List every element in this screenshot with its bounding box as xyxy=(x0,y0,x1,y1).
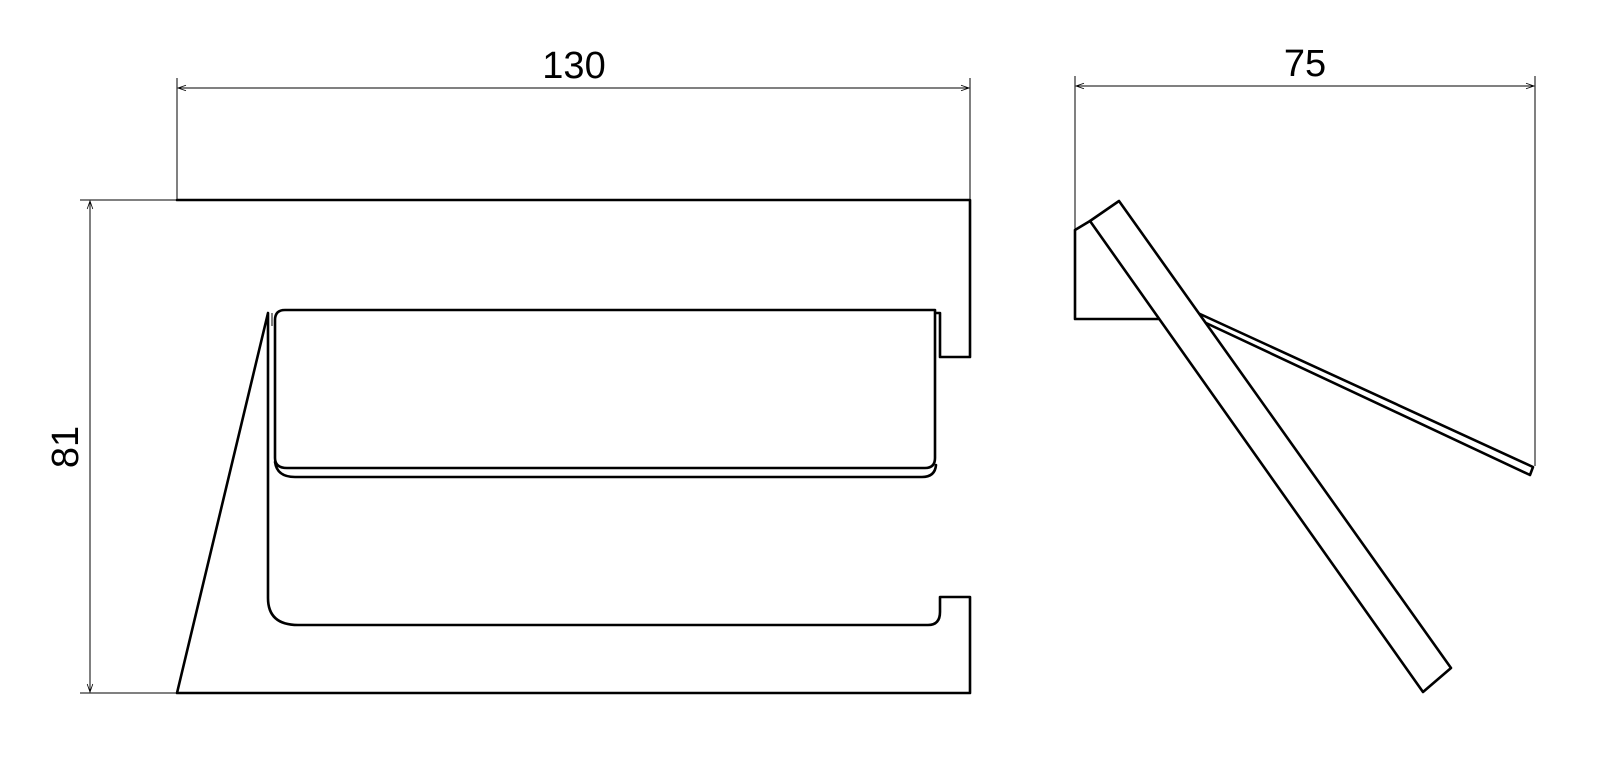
dimension-depth: 75 xyxy=(1074,43,1536,466)
side-view xyxy=(1073,199,1535,694)
depth-label: 75 xyxy=(1284,43,1326,85)
front-shelf-edge-left xyxy=(271,313,941,326)
front-shelf-underside xyxy=(273,460,938,479)
front-shelf xyxy=(273,308,937,470)
shelf-profile xyxy=(1198,312,1535,477)
dimension-height: 81 xyxy=(45,199,177,694)
dimension-width: 130 xyxy=(176,45,971,200)
wall-mount-block xyxy=(1073,219,1160,321)
arm-profile xyxy=(1088,199,1453,694)
width-label: 130 xyxy=(542,45,605,87)
front-view xyxy=(175,198,972,695)
height-label: 81 xyxy=(45,426,87,468)
front-frame-outline xyxy=(175,198,972,695)
